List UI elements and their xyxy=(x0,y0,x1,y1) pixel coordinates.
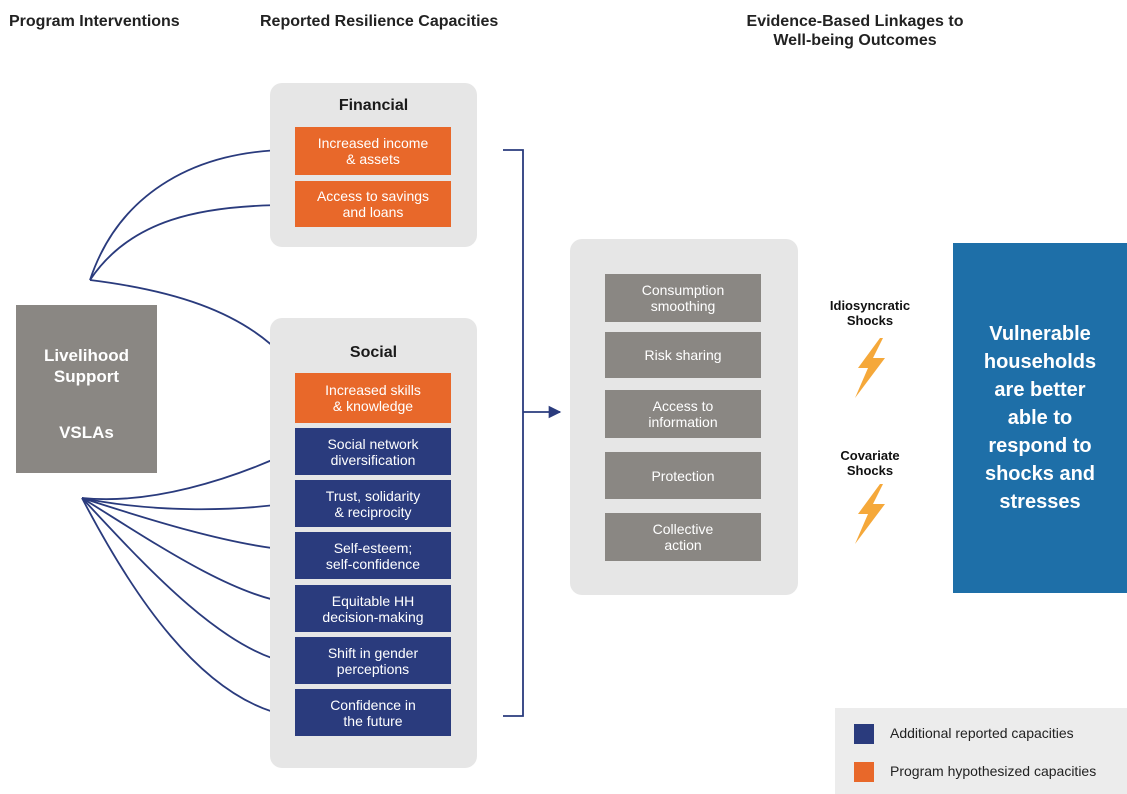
arrow-to-network xyxy=(81,451,292,501)
capacity-income-assets: Increased income & assets xyxy=(295,127,451,175)
capacity-skills-knowledge: Increased skills & knowledge xyxy=(295,373,451,423)
arrow-to-esteem xyxy=(81,497,292,556)
mechanism-risk-sharing: Risk sharing xyxy=(605,332,761,378)
livelihood-support-box: Livelihood Support VSLAs xyxy=(16,305,157,473)
social-title: Social xyxy=(349,344,398,361)
legend-additional-label: Additional reported capacities xyxy=(890,725,1074,741)
capacity-future-confidence: Confidence in the future xyxy=(295,689,451,736)
arrow-to-decision xyxy=(81,497,292,608)
arrow-to-gender xyxy=(81,497,292,668)
financial-title: Financial xyxy=(338,97,409,114)
covariate-shocks-label: Covariate Shocks xyxy=(840,448,900,478)
idiosyncratic-bolt-icon xyxy=(855,338,885,398)
outcome-box: Vulnerable households are better able to… xyxy=(953,243,1127,593)
capacity-social-network: Social network diversification xyxy=(295,428,451,475)
covariate-bolt-icon xyxy=(855,484,885,544)
arrow-to-social xyxy=(89,279,285,358)
capacity-hh-decision: Equitable HH decision-making xyxy=(295,585,451,632)
mechanism-collective-action: Collective action xyxy=(605,513,761,561)
arrow-to-trust xyxy=(81,497,292,511)
legend-hypothesized-label: Program hypothesized capacities xyxy=(890,763,1097,779)
outcome-text: Vulnerable households are better able to… xyxy=(983,323,1097,513)
capacity-savings-loans: Access to savings and loans xyxy=(295,181,451,227)
capacity-gender-perceptions: Shift in gender perceptions xyxy=(295,637,451,684)
legend: Additional reported capacities Program h… xyxy=(835,708,1127,794)
idiosyncratic-shocks-label: Idiosyncratic Shocks xyxy=(829,298,911,328)
mechanism-access-information: Access to information xyxy=(605,390,761,438)
arrow-to-income xyxy=(89,143,292,281)
intervention-line-2: Support xyxy=(53,367,120,386)
header-resilience-capacities: Reported Resilience Capacities xyxy=(260,13,499,30)
arrow-to-savings xyxy=(89,198,292,281)
header-evidence-linkages: Evidence-Based Linkages to Well-being Ou… xyxy=(746,13,964,49)
intervention-line-1: Livelihood xyxy=(44,346,129,365)
mechanism-protection: Protection xyxy=(605,452,761,499)
capacities-bracket xyxy=(503,149,524,717)
intervention-line-3: VSLAs xyxy=(59,423,114,442)
capacity-self-esteem: Self-esteem; self-confidence xyxy=(295,532,451,579)
arrow-to-future xyxy=(81,497,292,721)
mechanism-consumption-smoothing: Consumption smoothing xyxy=(605,274,761,322)
header-program-interventions: Program Interventions xyxy=(9,13,180,30)
legend-hypothesized-swatch xyxy=(854,762,874,782)
capacity-trust-solidarity: Trust, solidarity & reciprocity xyxy=(295,480,451,527)
legend-additional-swatch xyxy=(854,724,874,744)
